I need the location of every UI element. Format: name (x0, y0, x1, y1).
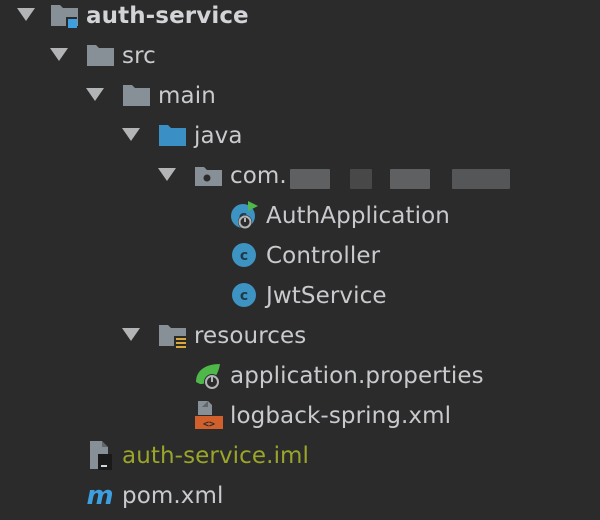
tree-row-main[interactable]: main (0, 80, 600, 120)
folder-icon (122, 80, 150, 120)
svg-text:<>: <> (203, 419, 215, 430)
class-label: JwtService (266, 283, 387, 309)
tree-row-package[interactable]: com. (0, 160, 600, 200)
pom-file-label: pom.xml (122, 483, 224, 509)
tree-row-src[interactable]: src (0, 40, 600, 80)
package-label: com. (230, 163, 287, 189)
expand-arrow-icon[interactable] (122, 328, 140, 341)
xml-file-icon: <> (194, 400, 223, 440)
file-label: logback-spring.xml (230, 403, 452, 429)
package-icon (194, 160, 222, 200)
tree-row-class[interactable]: c AuthApplication (0, 200, 600, 240)
spring-boot-class-icon: c (230, 200, 258, 240)
expand-arrow-icon[interactable] (50, 48, 68, 61)
tree-row-iml[interactable]: auth-service.iml (0, 440, 600, 480)
class-icon: c (230, 240, 258, 280)
tree-row-java[interactable]: java (0, 120, 600, 160)
redacted-package-name (290, 169, 330, 189)
tree-row-file[interactable]: application.properties (0, 360, 600, 400)
svg-text:m: m (86, 481, 113, 511)
expand-arrow-icon[interactable] (158, 168, 176, 181)
expand-arrow-icon[interactable] (86, 88, 104, 101)
resources-folder-icon (158, 320, 188, 360)
source-folder-icon (158, 120, 186, 160)
java-folder-label: java (194, 123, 243, 149)
module-folder-icon (50, 0, 78, 40)
class-label: Controller (266, 243, 381, 269)
resources-folder-label: resources (194, 323, 307, 349)
expand-arrow-icon[interactable] (122, 128, 140, 141)
maven-icon: m (86, 480, 114, 520)
iml-file-label: auth-service.iml (122, 443, 310, 469)
tree-row-file[interactable]: <> logback-spring.xml (0, 400, 600, 440)
expand-arrow-icon[interactable] (17, 8, 35, 21)
svg-text:c: c (240, 288, 248, 304)
spring-properties-icon (194, 360, 222, 400)
tree-row-pom[interactable]: m pom.xml (0, 480, 600, 520)
redacted-package-name (390, 169, 430, 189)
iml-file-icon (86, 440, 114, 480)
tree-row-project[interactable]: auth-service (0, 0, 600, 40)
svg-text:c: c (240, 248, 248, 264)
file-label: application.properties (230, 363, 484, 389)
tree-row-class[interactable]: c Controller (0, 240, 600, 280)
redacted-package-name (452, 169, 510, 189)
folder-icon (86, 40, 114, 80)
project-label: auth-service (86, 3, 249, 29)
tree-row-class[interactable]: c JwtService (0, 280, 600, 320)
src-folder-label: src (122, 43, 156, 69)
class-icon: c (230, 280, 258, 320)
class-label: AuthApplication (266, 203, 450, 229)
tree-row-resources[interactable]: resources (0, 320, 600, 360)
main-folder-label: main (158, 83, 216, 109)
redacted-package-name (350, 169, 372, 189)
